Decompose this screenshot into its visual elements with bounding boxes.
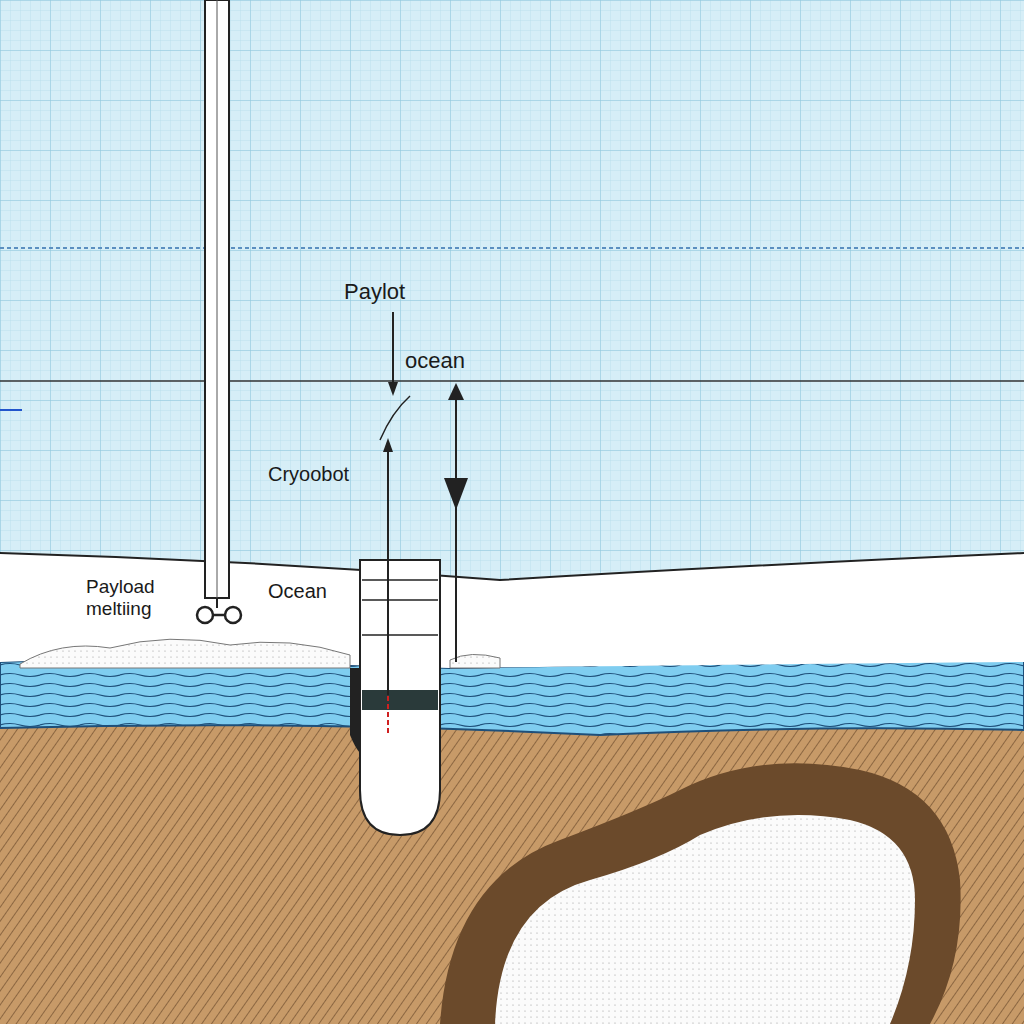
part-label: Cryoobot xyxy=(268,463,388,486)
part-label: Paylot xyxy=(344,279,454,304)
part-label: Payload meltiing xyxy=(86,576,194,620)
part-label: ocean xyxy=(405,348,495,373)
part-label: Ocean xyxy=(268,580,353,603)
